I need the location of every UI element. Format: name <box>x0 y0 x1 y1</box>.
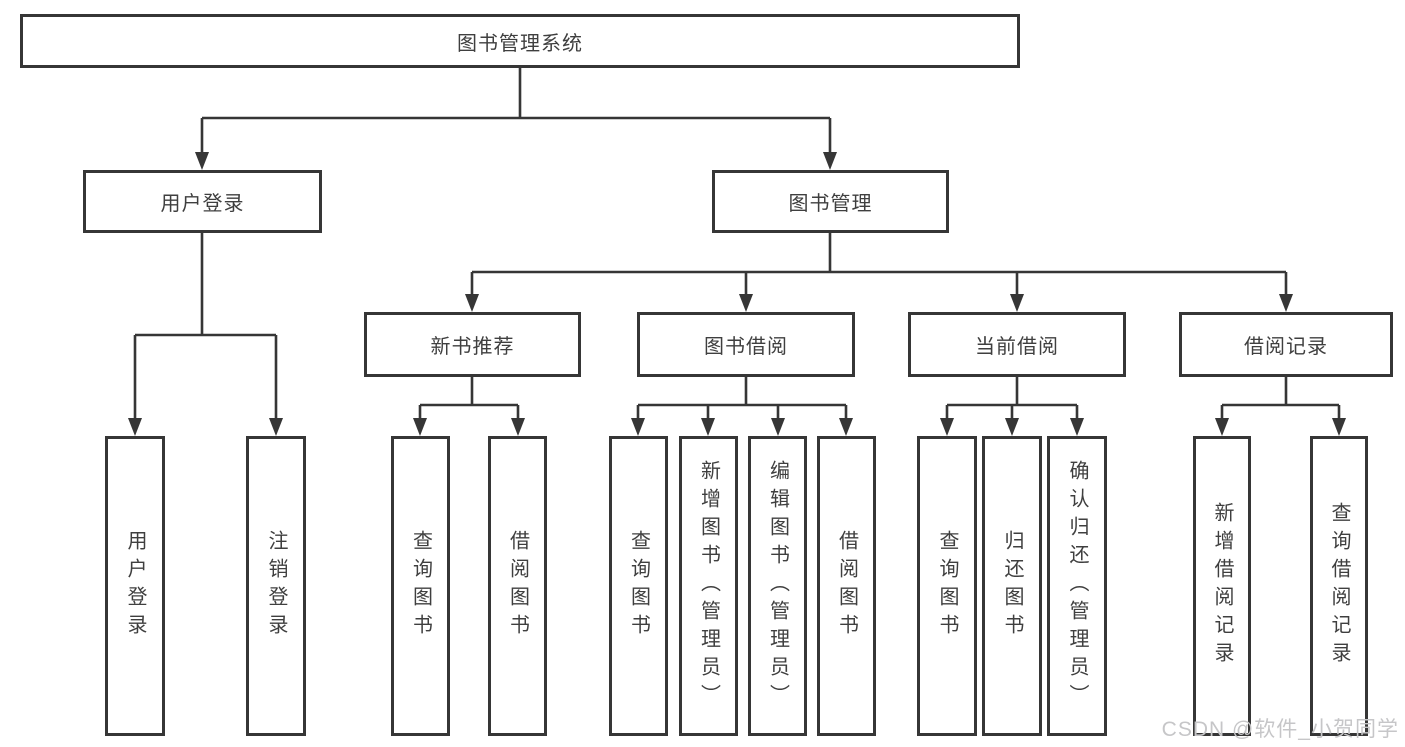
leaf-add-borrow-record: 新增借阅记录 <box>1193 436 1251 736</box>
node-book-management: 图书管理 <box>712 170 949 233</box>
node-label: 确认归还（管理员） <box>1066 460 1088 712</box>
arrowheads <box>128 152 1346 436</box>
connector-strokes <box>133 68 1341 419</box>
node-book-borrow: 图书借阅 <box>637 312 855 377</box>
node-label: 用户登录 <box>160 193 245 215</box>
leaf-query-book-borrow: 查询图书 <box>609 436 668 736</box>
node-label: 归还图书 <box>1001 530 1023 642</box>
node-label: 用户登录 <box>124 530 146 642</box>
leaf-query-book-recommend: 查询图书 <box>391 436 450 736</box>
node-label: 借阅图书 <box>835 530 858 642</box>
leaf-user-login: 用户登录 <box>105 436 165 736</box>
node-label: 查询图书 <box>627 530 650 642</box>
node-label: 注销登录 <box>265 530 287 642</box>
node-user-login: 用户登录 <box>83 170 322 233</box>
node-label: 查询图书 <box>409 530 432 642</box>
node-label: 查询借阅记录 <box>1328 502 1350 670</box>
node-new-book-recommend: 新书推荐 <box>364 312 581 377</box>
node-label: 新书推荐 <box>430 336 515 358</box>
leaf-return-book: 归还图书 <box>982 436 1042 736</box>
node-label: 新增借阅记录 <box>1211 502 1233 670</box>
node-root-library-system: 图书管理系统 <box>20 14 1020 68</box>
node-label: 图书借阅 <box>704 336 788 358</box>
node-label: 图书管理 <box>788 193 873 215</box>
csdn-watermark: CSDN @软件_小贺同学 <box>1161 718 1399 741</box>
node-label: 查询图书 <box>936 530 958 642</box>
node-label: 图书管理系统 <box>457 32 583 55</box>
leaf-borrow-book-recommend: 借阅图书 <box>488 436 547 736</box>
leaf-query-borrow-record: 查询借阅记录 <box>1310 436 1368 736</box>
node-label: 新增图书（管理员） <box>697 460 720 712</box>
node-current-borrow: 当前借阅 <box>908 312 1126 377</box>
leaf-logout-login: 注销登录 <box>246 436 306 736</box>
leaf-query-book-current: 查询图书 <box>917 436 977 736</box>
node-label: 编辑图书（管理员） <box>766 460 789 712</box>
leaf-add-book-admin: 新增图书（管理员） <box>679 436 738 736</box>
leaf-confirm-return-admin: 确认归还（管理员） <box>1047 436 1107 736</box>
node-label: 借阅记录 <box>1244 336 1328 358</box>
leaf-edit-book-admin: 编辑图书（管理员） <box>748 436 807 736</box>
node-label: 当前借阅 <box>975 336 1059 358</box>
node-label: 借阅图书 <box>506 530 529 642</box>
node-borrow-records: 借阅记录 <box>1179 312 1393 377</box>
leaf-borrow-book: 借阅图书 <box>817 436 876 736</box>
